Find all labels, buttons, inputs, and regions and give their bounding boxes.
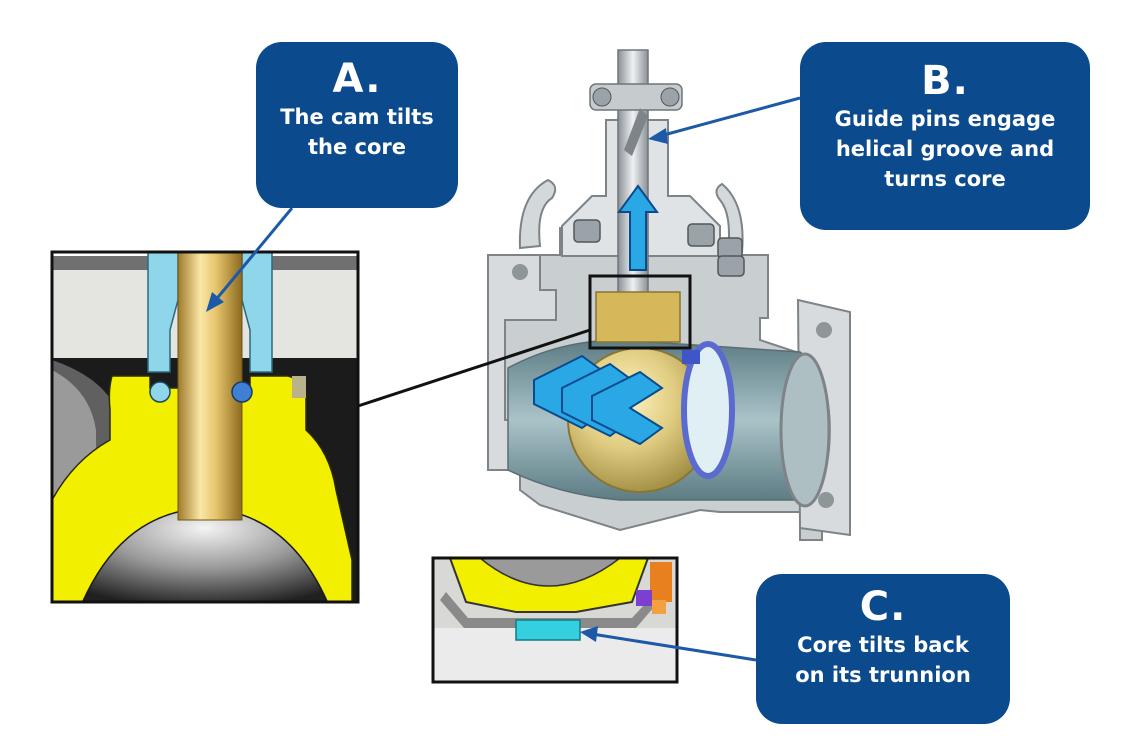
callout-text-line: the core: [307, 135, 407, 159]
valve-cutaway: [487, 49, 851, 541]
inset-stem: [177, 252, 243, 521]
lifting-ear: [518, 178, 557, 250]
yoke-clamp: [589, 83, 683, 111]
callout-text-line: helical groove and: [835, 137, 1055, 161]
inset-seat-left: [147, 252, 179, 373]
callout-letter: C.: [859, 584, 907, 630]
bonnet-nuts: [573, 219, 745, 277]
callout-letter: B.: [921, 58, 969, 104]
leader-lines: [206, 96, 801, 662]
leader-arrowhead-b: [648, 128, 668, 144]
flow-chevrons: [533, 354, 664, 446]
flow-chevron: [591, 370, 664, 446]
callout-c: C. Core tilts back on its trunnion: [756, 574, 1010, 724]
leader-line-c: [591, 632, 757, 662]
inset-cam-detail: [50, 250, 360, 604]
stem-lift-arrow: [617, 184, 659, 271]
inset-trunnion-detail: [431, 556, 679, 684]
core-cam-block: [595, 291, 681, 343]
flange-bolt-hole: [818, 492, 834, 508]
leader-line-a: [212, 207, 294, 303]
lifting-ear: [715, 182, 744, 253]
callout-text-line: turns core: [884, 167, 1006, 191]
inset-c-ball: [478, 558, 622, 587]
inset-c-frame: [431, 556, 679, 684]
leader-arrowhead-a: [206, 292, 224, 312]
callout-b: B. Guide pins engage helical groove and …: [800, 42, 1090, 230]
zoom-connector-line: [357, 328, 591, 408]
callout-text-line: on its trunnion: [795, 663, 971, 687]
flange-bolt-hole: [512, 264, 528, 280]
inset-frame: [50, 250, 360, 604]
helical-groove: [624, 108, 648, 156]
callout-text-line: Guide pins engage: [834, 107, 1056, 131]
guide-pin: [592, 87, 612, 107]
guide-pin: [660, 87, 680, 107]
seat-clip: [682, 350, 700, 364]
callout-letter: A.: [332, 56, 382, 102]
seat-ring: [681, 341, 735, 479]
leader-arrowhead-c: [580, 626, 598, 642]
zoom-region-box: [588, 274, 692, 350]
callout-a: A. The cam tilts the core: [256, 42, 458, 208]
inset-guide-pin: [149, 381, 171, 403]
leader-line-b: [659, 96, 801, 138]
flange-bolt-hole: [816, 322, 832, 338]
callout-text-line: Core tilts back: [797, 633, 969, 657]
callout-text-line: The cam tilts: [280, 105, 434, 129]
inset-c-trunnion: [515, 619, 581, 641]
inset-guide-pin: [231, 381, 253, 403]
pipe-bore-end: [779, 352, 831, 508]
